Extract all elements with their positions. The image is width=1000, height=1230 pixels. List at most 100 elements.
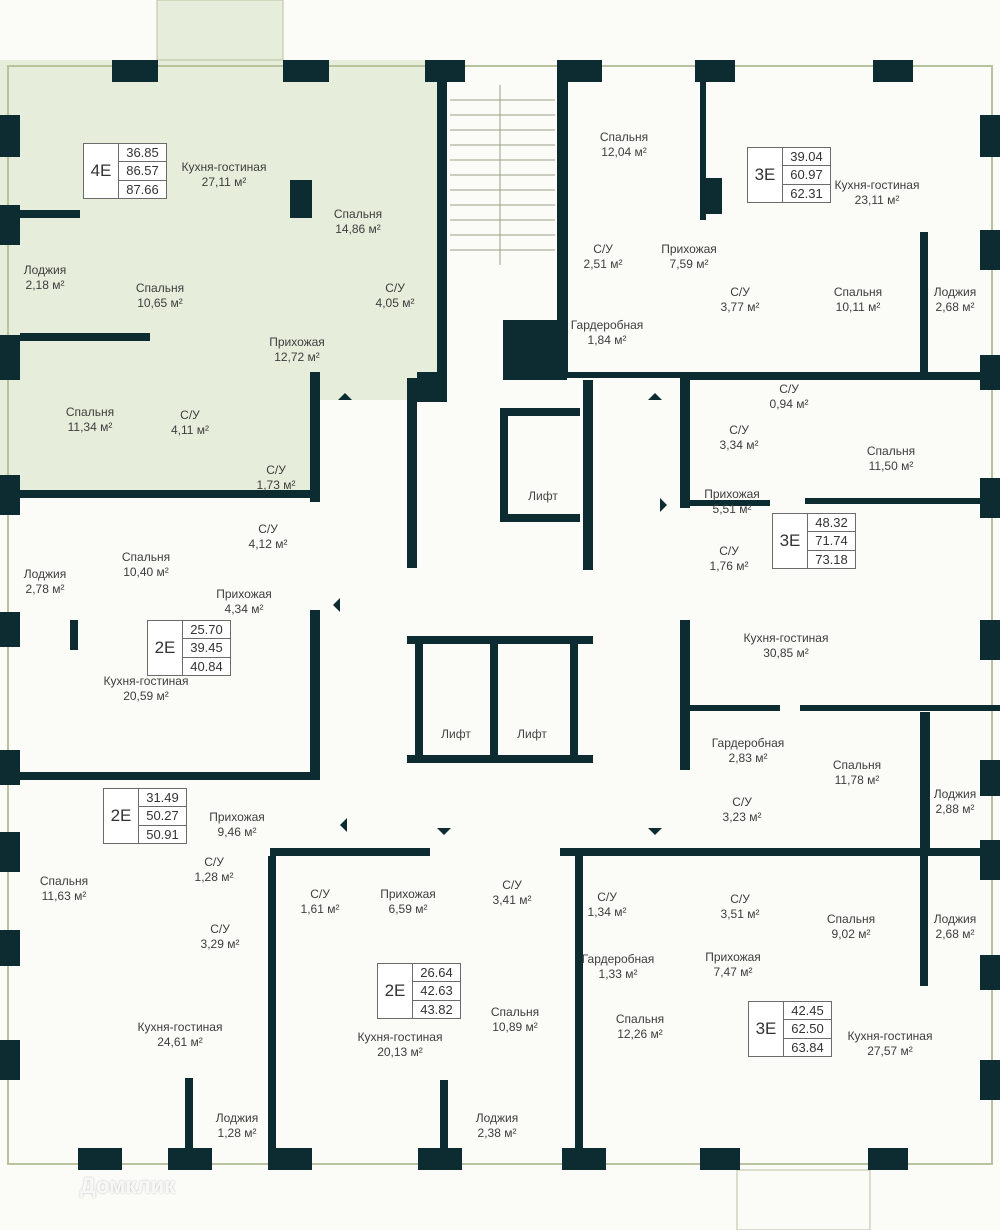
room-area: 12,26 м² bbox=[617, 1027, 663, 1041]
total-area: 60.97 bbox=[783, 166, 830, 185]
apartment-type: 2E bbox=[378, 964, 413, 1018]
room-name: Прихожая bbox=[216, 587, 272, 601]
room-name: Прихожая bbox=[380, 887, 436, 901]
room-name: Спальня bbox=[121, 550, 171, 564]
room-name: Кухня-гостиная bbox=[834, 178, 920, 192]
room-name: С/У bbox=[385, 281, 405, 295]
room-area: 2,68 м² bbox=[935, 927, 975, 941]
room-name: Кухня-гостиная bbox=[743, 631, 829, 645]
balcony-top bbox=[156, 0, 284, 61]
room-area: 20,59 м² bbox=[123, 689, 169, 703]
room-area: 10,65 м² bbox=[137, 296, 183, 310]
living-area: 26.64 bbox=[413, 964, 460, 983]
room-area: 9,02 м² bbox=[831, 927, 871, 941]
apartment-type: 2E bbox=[148, 621, 183, 675]
room-area: 24,61 м² bbox=[157, 1035, 203, 1049]
room-name: Прихожая bbox=[209, 810, 265, 824]
living-area: 31.49 bbox=[139, 789, 186, 808]
room-area: 12,04 м² bbox=[601, 145, 647, 159]
room-area: 4,11 м² bbox=[170, 423, 210, 437]
room-name: Прихожая bbox=[705, 950, 761, 964]
room-name: С/У bbox=[310, 887, 330, 901]
room-name: Лоджия bbox=[475, 1111, 519, 1125]
room-area: 3,41 м² bbox=[492, 893, 532, 907]
total-area-with-loggia: 73.18 bbox=[815, 551, 848, 567]
apartment-type: 3E bbox=[748, 148, 783, 202]
room-name: Спальня bbox=[833, 285, 883, 299]
room-area: 1,73 м² bbox=[256, 478, 296, 492]
room-area: 3,51 м² bbox=[720, 907, 760, 921]
room-area: 1,61 м² bbox=[300, 902, 340, 916]
room-area: 6,59 м² bbox=[388, 902, 428, 916]
room-name: Спальня bbox=[832, 758, 882, 772]
room-area: 0,94 м² bbox=[769, 397, 809, 411]
total-area: 71.74 bbox=[808, 532, 855, 551]
room-name: Спальня bbox=[826, 912, 876, 926]
room-name: Кухня-гостиная bbox=[103, 674, 189, 688]
total-area: 62.50 bbox=[784, 1020, 831, 1039]
room-area: 1,34 м² bbox=[587, 905, 627, 919]
room-area: 2,18 м² bbox=[25, 278, 65, 292]
room-area: 4,12 м² bbox=[248, 537, 288, 551]
living-area: 42.45 bbox=[784, 1002, 831, 1021]
room-area: 7,47 м² bbox=[713, 965, 753, 979]
room-area: 30,85 м² bbox=[763, 646, 809, 660]
room-area: 11,78 м² bbox=[834, 773, 880, 787]
room-area: 1,84 м² bbox=[587, 333, 627, 347]
entrance-arrows bbox=[333, 393, 667, 835]
room-area: 11,50 м² bbox=[868, 459, 914, 473]
room-name: Спальня bbox=[65, 405, 115, 419]
room-name: Гардеробная bbox=[570, 318, 644, 332]
room-area: 11,34 м² bbox=[67, 420, 113, 434]
apartment-4e-highlight[interactable] bbox=[0, 0, 437, 493]
room-name: Спальня bbox=[39, 874, 89, 888]
room-name: Лоджия bbox=[933, 912, 977, 926]
room-area: 1,76 м² bbox=[709, 559, 749, 573]
room-area: 2,88 м² bbox=[935, 802, 975, 816]
room-area: 12,72 м² bbox=[274, 350, 320, 364]
total-area: 50.27 bbox=[139, 807, 186, 826]
total-area-with-loggia: 63.84 bbox=[791, 1039, 824, 1055]
room-name: С/У bbox=[593, 242, 613, 256]
room-name: Лоджия bbox=[933, 787, 977, 801]
room-area: 3,34 м² bbox=[719, 438, 759, 452]
apartment-type: 3E bbox=[749, 1002, 784, 1056]
room-name: С/У bbox=[204, 855, 224, 869]
room-area: 7,59 м² bbox=[669, 257, 709, 271]
room-name: Прихожая bbox=[704, 487, 760, 501]
room-name: С/У bbox=[180, 408, 200, 422]
room-name: Гардеробная bbox=[711, 736, 785, 750]
room-area: 23,11 м² bbox=[854, 193, 900, 207]
total-area-with-loggia: 40.84 bbox=[190, 658, 223, 674]
room-area: 2,38 м² bbox=[477, 1126, 517, 1140]
